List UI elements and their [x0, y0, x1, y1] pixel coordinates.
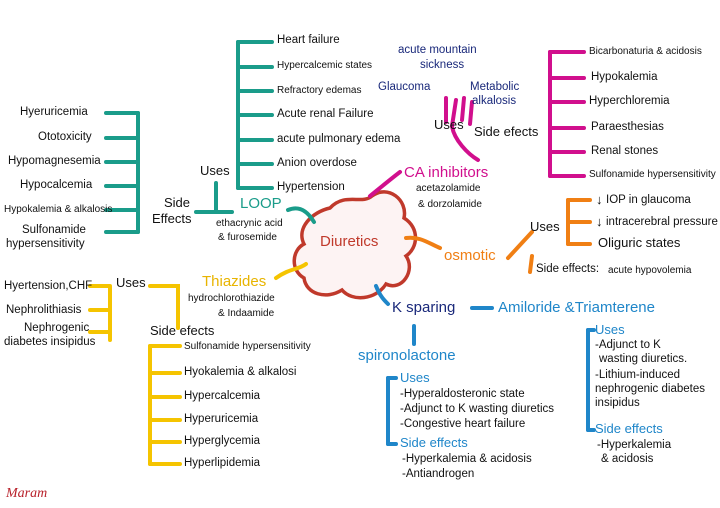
osmotic-use-1: intracerebral pressure [606, 216, 718, 228]
amiloride-use-1: wasting diuretics. [599, 353, 688, 365]
loop-drugs-line-2: & furosemide [218, 232, 277, 243]
ca-side-2: Hyperchloremia [589, 95, 670, 107]
ca-side-3: Paraesthesias [591, 121, 664, 133]
author-signature: Maram [6, 486, 48, 501]
center-blob [292, 190, 418, 300]
thiazides-title: Thiazides [202, 273, 267, 290]
loop-use-3: Acute renal Failure [277, 108, 374, 120]
osmotic-title: osmotic [444, 247, 496, 264]
spironolactone-side-label: Side effects [400, 435, 468, 450]
amiloride-use-4: insipidus [595, 397, 640, 409]
thiazides-branch-lines [88, 262, 308, 466]
thiazides-side-3: Hyperuricemia [184, 413, 259, 425]
ca-use-4: alkalosis [472, 95, 517, 107]
ca-use-1: sickness [420, 59, 465, 71]
loop-use-6: Hypertension [277, 181, 345, 193]
amiloride-use-0: -Adjunct to K [595, 339, 661, 351]
spironolactone-side-0: -Hyperkalemia & acidosis [402, 453, 532, 465]
loop-drugs-line-1: ethacrynic acid [216, 218, 283, 229]
ca-side-0: Bicarbonaturia & acidosis [589, 46, 702, 57]
loop-side-5: Sulfonamide [22, 224, 86, 236]
osmotic-uses-label: Uses [530, 219, 560, 234]
ca-use-3: Metabolic [470, 81, 520, 93]
osmotic-side-label: Side effects: [536, 263, 600, 275]
amiloride-title: Amiloride &Triamterene [498, 299, 655, 316]
ca-use-2: Glaucoma [378, 81, 431, 93]
ca-side-5: Sulfonamide hypersensitivity [589, 169, 716, 180]
ca-drugs-line-2: & dorzolamide [418, 199, 482, 210]
ca-drugs-line-1: acetazolamide [416, 183, 481, 194]
osmotic-down-arrow-icon-2: ↓ [596, 214, 603, 229]
loop-use-2: Refractory edemas [277, 85, 362, 96]
center-label: Diuretics [320, 233, 379, 250]
spironolactone-use-1: -Adjunct to K wasting diuretics [400, 403, 555, 415]
amiloride-side-1: & acidosis [601, 453, 654, 465]
osmotic-branch-lines [404, 198, 592, 274]
loop-side-3: Hypocalcemia [20, 179, 93, 191]
thiazides-drugs-line-1: hydrochlorothiazide [188, 293, 275, 304]
thiazides-use-3: diabetes insipidus [4, 336, 96, 348]
spironolactone-uses-label: Uses [400, 370, 430, 385]
spironolactone-use-0: -Hyperaldosteronic state [400, 388, 525, 400]
loop-side-6: hypersensitivity [6, 238, 85, 250]
ca-title: CA inhibitors [404, 164, 489, 181]
loop-uses-label: Uses [200, 163, 230, 178]
thiazides-use-2: Nephrogenic [24, 322, 90, 334]
ca-side-label: Side efects [474, 124, 539, 139]
amiloride-side-label: Side effects [595, 421, 663, 436]
loop-use-1: Hypercalcemic states [277, 60, 373, 71]
thiazides-side-5: Hyperlipidemia [184, 457, 261, 469]
amiloride-use-3: nephrogenic diabetes [595, 383, 705, 395]
thiazides-side-1: Hyokalemia & alkalosi [184, 366, 297, 378]
loop-branch-lines [104, 40, 316, 234]
amiloride-use-2: -Lithium-induced [595, 369, 681, 381]
thiazides-drugs-line-2: & Indaamide [218, 308, 275, 319]
loop-title: LOOP [240, 195, 282, 212]
loop-side-2: Hypomagnesemia [8, 155, 101, 167]
amiloride-uses-label: Uses [595, 322, 625, 337]
ca-use-0: acute mountain [398, 44, 477, 56]
thiazides-side-2: Hypercalcemia [184, 390, 261, 402]
amiloride-side-0: -Hyperkalemia [597, 439, 672, 451]
thiazides-side-4: Hyperglycemia [184, 435, 261, 447]
ca-side-4: Renal stones [591, 145, 659, 157]
spironolactone-title: spironolactone [358, 347, 456, 364]
thiazides-side-label: Side efects [150, 323, 215, 338]
osmotic-use-2: Oliguric states [598, 235, 681, 250]
osmotic-use-0: IOP in glaucoma [606, 194, 691, 206]
spironolactone-side-1: -Antiandrogen [402, 468, 475, 480]
loop-use-4: acute pulmonary edema [277, 133, 401, 145]
ksparing-title: K sparing [392, 299, 456, 316]
ksparing-branch-lines [374, 284, 596, 446]
loop-use-0: Heart failure [277, 34, 340, 46]
ca-branch-lines [368, 50, 586, 198]
ca-side-1: Hypokalemia [591, 71, 658, 83]
thiazides-use-1: Nephrolithiasis [6, 304, 82, 316]
loop-side-0: Hyeruricemia [20, 106, 88, 118]
thiazides-side-0: Sulfonamide hypersensitivity [184, 341, 311, 352]
loop-side-4: Hypokalemia & alkalosis [4, 204, 113, 215]
thiazides-uses-label: Uses [116, 275, 146, 290]
loop-side-label-2: Effects [152, 211, 192, 226]
spironolactone-use-2: -Congestive heart failure [400, 418, 526, 430]
osmotic-down-arrow-icon-1: ↓ [596, 192, 603, 207]
ca-uses-label: Uses [434, 117, 464, 132]
loop-side-label-1: Side [164, 195, 191, 210]
loop-use-5: Anion overdose [277, 157, 357, 169]
osmotic-side-text: acute hypovolemia [608, 265, 692, 276]
thiazides-use-0: Hyertension,CHF [4, 280, 93, 292]
loop-side-1: Ototoxicity [38, 131, 92, 143]
